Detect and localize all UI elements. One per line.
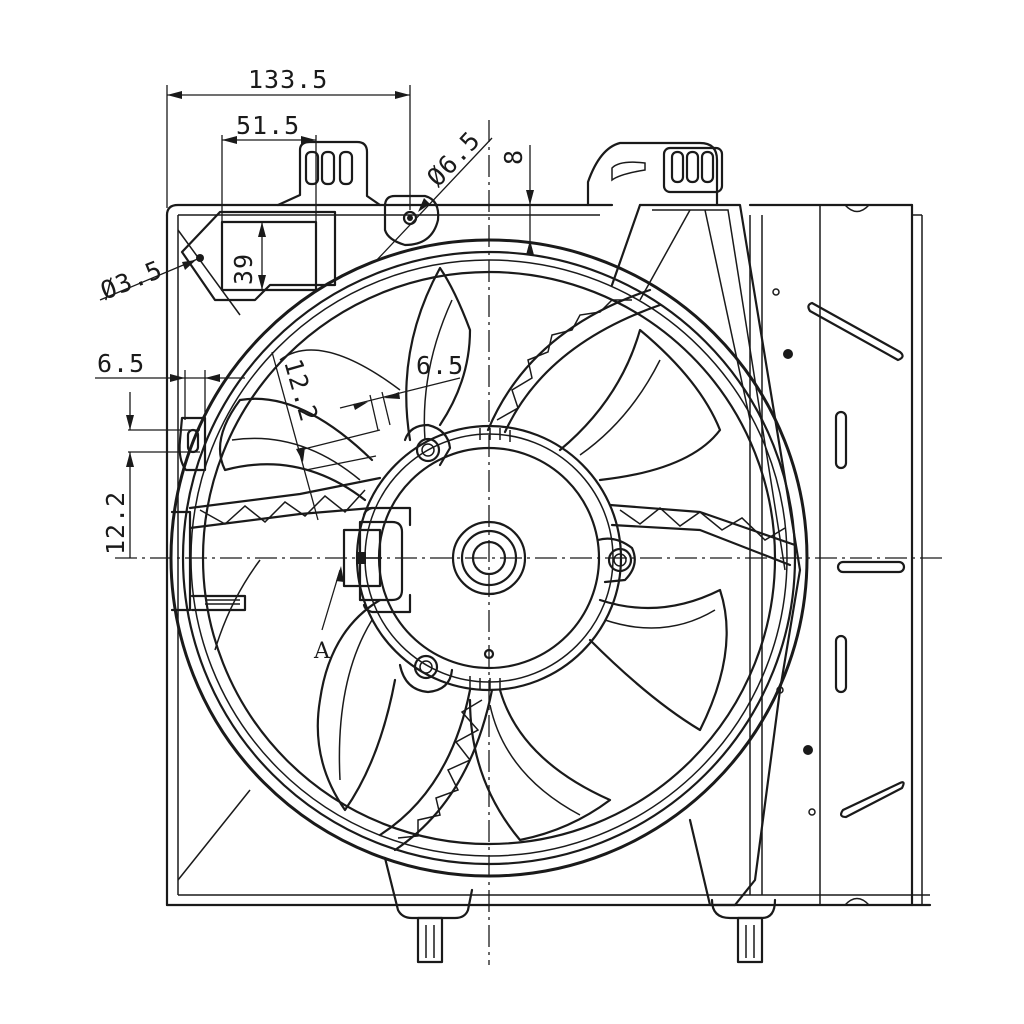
dim-left-gap: 6.5 — [97, 349, 145, 378]
dim-tab-height-lower: 12.2 — [101, 491, 130, 555]
dim-tab-width: 6.5 — [416, 351, 464, 380]
dim-top-offset: 8 — [499, 149, 528, 165]
fan-blades — [214, 266, 728, 842]
dim-overall-width: 133.5 — [248, 65, 328, 94]
shroud-rings — [169, 238, 809, 878]
bottom-left-feet — [383, 856, 474, 964]
dim-rib-span: 12.2 — [278, 356, 324, 426]
dimension-lines — [95, 85, 534, 631]
connector-bracket — [180, 140, 724, 302]
dim-hole-large: Ø6.5 — [421, 125, 486, 192]
callout-view-a: A — [313, 639, 331, 664]
dim-box-height: 39 — [229, 253, 258, 285]
dim-connector-offset: 51.5 — [236, 111, 300, 140]
motor-hub — [342, 423, 636, 694]
dimension-labels: 133.5 51.5 Ø6.5 Ø3.5 8 39 6.5 6.5 12.2 1… — [96, 65, 528, 664]
dim-hole-small: Ø3.5 — [96, 255, 166, 306]
right-strut — [610, 203, 802, 964]
support-ribs — [188, 288, 797, 852]
